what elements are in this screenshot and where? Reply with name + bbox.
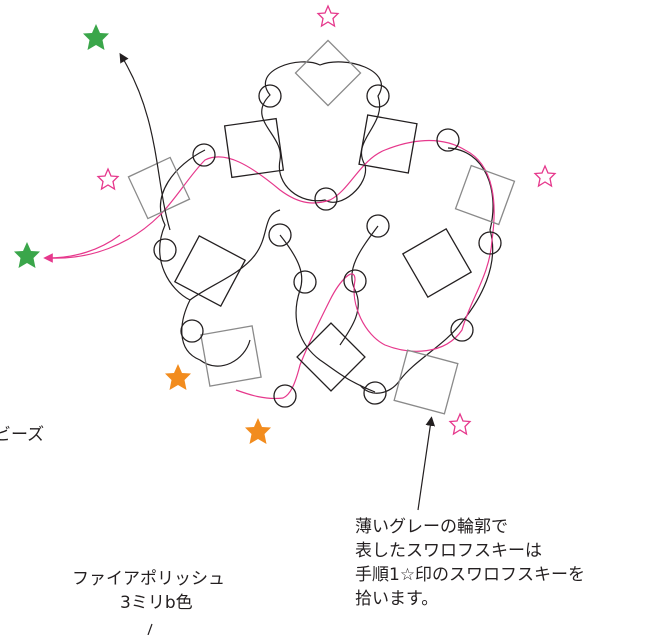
bead — [258, 84, 282, 108]
gray-crystal-top — [294, 39, 362, 107]
outline-star-icon — [96, 167, 120, 191]
bead — [314, 187, 338, 211]
gray-note-pointer — [417, 416, 436, 511]
black-thread-inner-right — [339, 225, 379, 346]
bead — [268, 223, 292, 247]
bead — [450, 318, 474, 342]
bead — [273, 384, 297, 408]
bead — [153, 238, 177, 262]
gray-note-line-3: 手順1☆印のスワロフスキーを — [355, 565, 585, 585]
pink-exit-arrow — [43, 234, 121, 263]
black-thread-loop-left — [159, 149, 251, 367]
green-star-icon — [83, 24, 109, 50]
outline-star-icon — [533, 164, 557, 188]
crystal-top-right — [358, 114, 418, 174]
crystal-bottom — [296, 322, 366, 392]
bead — [192, 143, 216, 167]
green-star-icon — [14, 242, 40, 268]
fire-polish-line-2: 3ミリb色 — [120, 593, 193, 613]
fire-polish-line-1: ファイアポリッシュ — [72, 569, 225, 589]
bead — [436, 128, 460, 152]
gray-note-line-4: 拾います。 — [355, 589, 438, 609]
gray-crystal-left — [127, 156, 191, 220]
gray-crystal-right — [454, 164, 516, 226]
cut-label-left: ビーズ — [0, 425, 44, 445]
crystal-top-left — [223, 117, 285, 179]
black-thread-inner — [279, 234, 376, 393]
black-thread-path — [261, 61, 382, 203]
bead — [363, 381, 387, 405]
bead — [478, 231, 502, 255]
bead — [366, 214, 390, 238]
gray-note-line-1: 薄いグレーの輪郭で — [355, 517, 508, 537]
pink-thread-path — [47, 140, 495, 400]
black-thread-loop-right — [359, 147, 494, 394]
bead — [180, 319, 204, 343]
gray-crystal-bottom-right — [393, 349, 459, 415]
black-exit-arrow — [119, 52, 171, 231]
bead — [366, 84, 390, 108]
black-thread-left-bottom — [189, 209, 281, 301]
bead — [343, 269, 367, 293]
fire-polish-pointer — [147, 623, 153, 635]
outline-star-icon — [316, 4, 340, 28]
orange-star-icon — [245, 418, 271, 444]
gray-note-line-2: 表したスワロフスキーは — [355, 541, 542, 561]
outline-star-icon — [448, 412, 472, 436]
bead — [293, 270, 317, 294]
crystal-right — [401, 227, 473, 299]
gray-crystal-bottom-left — [200, 325, 262, 387]
crystal-left — [173, 234, 247, 308]
orange-star-icon — [165, 364, 191, 390]
